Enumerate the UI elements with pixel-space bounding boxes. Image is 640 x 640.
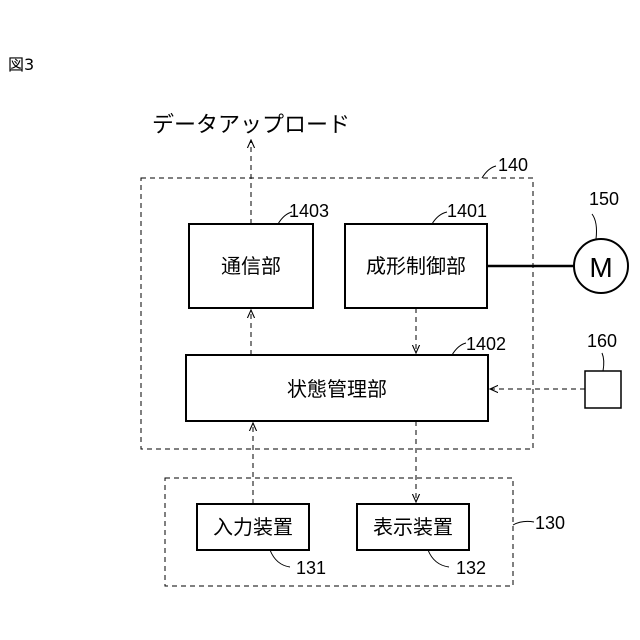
molding-control-unit-label: 成形制御部 (366, 254, 466, 278)
leader-132 (428, 550, 449, 567)
ref-130: 130 (535, 513, 565, 533)
ref-1402: 1402 (466, 334, 506, 354)
motor-label: M (589, 252, 612, 283)
display-device-label: 表示装置 (373, 515, 453, 539)
leader-140 (482, 166, 496, 178)
leader-160 (602, 353, 604, 371)
ref-140: 140 (498, 155, 528, 175)
ref-1403: 1403 (289, 201, 329, 221)
leader-1401 (432, 212, 447, 224)
ref-131: 131 (296, 558, 326, 578)
leader-150 (592, 214, 597, 239)
ref-160: 160 (587, 331, 617, 351)
ref-150: 150 (589, 189, 619, 209)
communication-unit-label: 通信部 (221, 254, 281, 278)
data-upload-label: データアップロード (152, 113, 350, 138)
ref-1401: 1401 (447, 201, 487, 221)
leader-1402 (452, 343, 466, 355)
sensor-box (585, 371, 621, 408)
input-device-label: 入力装置 (213, 515, 293, 539)
leader-130 (513, 521, 534, 525)
ref-132: 132 (456, 558, 486, 578)
leader-131 (270, 550, 290, 567)
state-management-unit-label: 状態管理部 (287, 377, 387, 401)
figure-label: 図3 (8, 55, 34, 74)
